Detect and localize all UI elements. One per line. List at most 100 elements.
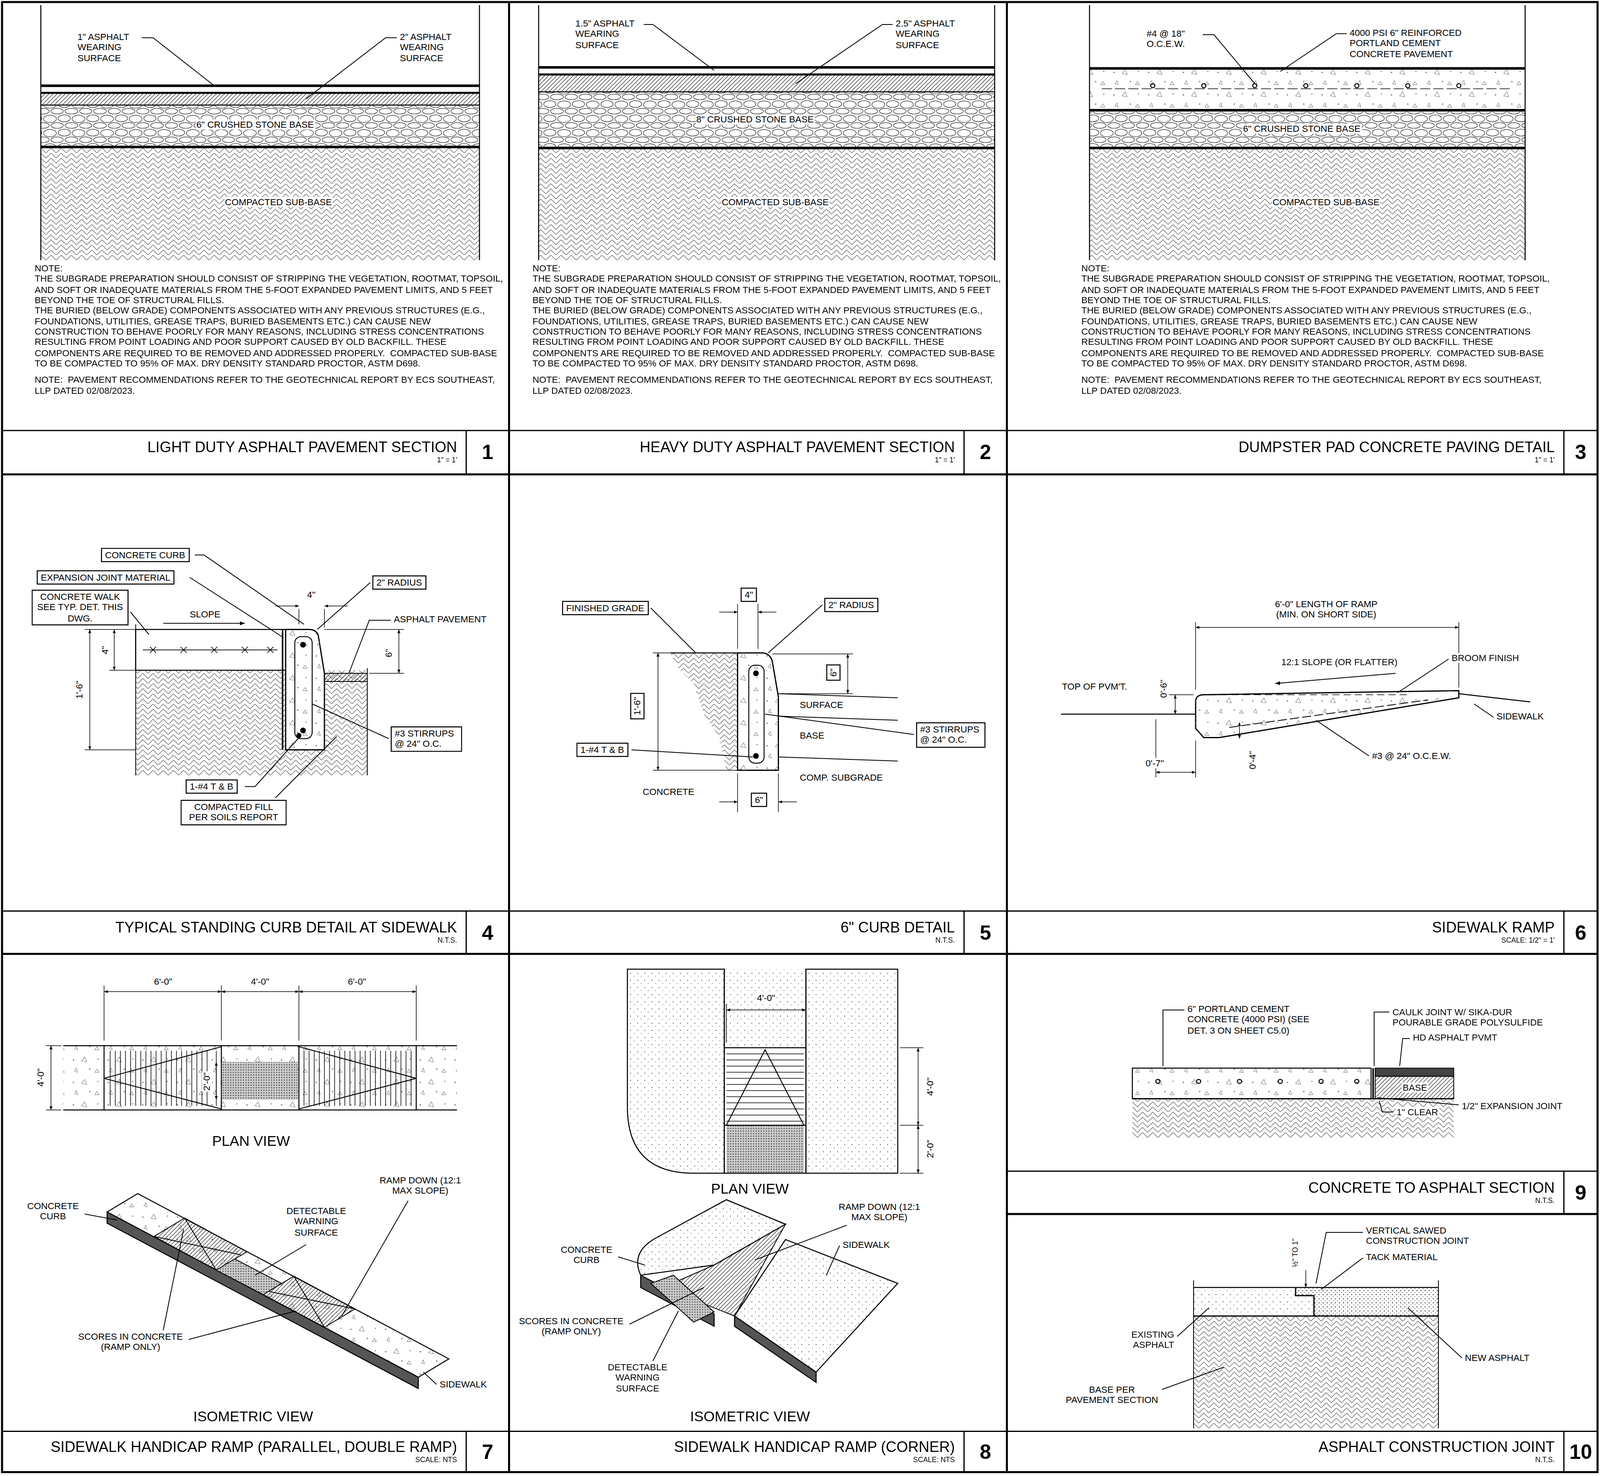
drawing-circle [1405,83,1410,88]
drawing-g [40,5,480,261]
callout-text: HD ASPHALT PVMT [1411,1032,1499,1043]
callout-text: EXISTING ASPHALT [1116,1329,1176,1351]
drawing-path [104,1046,417,1110]
callout-text: 1.5" ASPHALT WEARING SURFACE [574,18,642,51]
scale-note: 1" = 1' [934,456,955,465]
callout-text: 6'-0" [153,976,174,988]
drawing-polyline [188,1311,297,1340]
drawing-polyline [1474,703,1494,718]
drawing-line [723,969,726,1174]
detail-number-text: 4 [481,920,494,945]
detail-number: 9 [1564,1171,1598,1214]
title-block: TYPICAL STANDING CURB DETAIL AT SIDEWALK… [2,911,467,955]
drawing-path [1195,690,1459,738]
callout-text: 6'-0" [346,976,368,988]
drawing-polyline [631,750,754,758]
drawing-polyline [1374,1011,1390,1067]
drawing-line [40,91,480,94]
drawing-circle [297,733,302,738]
drawing-line [1007,1170,1598,1172]
callout-text: EXPANSION JOINT MATERIAL [40,572,171,584]
drawing-path [1193,1280,1439,1429]
drawing-polyline [348,620,391,674]
drawing-line [1458,693,1531,702]
callout-box: 4" [740,587,758,603]
detail-number: 8 [964,1431,1008,1473]
drawing-line [724,1124,806,1126]
drawing-g [1060,622,1531,778]
drawing-path [1295,1287,1439,1316]
dimension-text: 4" [99,644,111,656]
drawing-circle [1278,1079,1283,1084]
drawing-line [1193,1315,1439,1317]
drawing-line [772,653,854,655]
drawing-line [1275,673,1396,684]
drawing-line [63,1045,458,1047]
callout-text: ISOMETRIC VIEW [689,1407,812,1425]
drawing-line [1305,1270,1307,1288]
drawing-line [1229,699,1429,728]
drawing-path [726,1054,804,1122]
drawing-g [1162,1232,1463,1429]
callout-text: PLAN VIEW [211,1132,292,1149]
drawing-line [1524,5,1526,261]
drawing-line [298,985,300,1041]
drawing-polyline [826,1245,840,1276]
drawing-rect [538,148,995,261]
dimension-text: 0'-4" [1247,750,1259,771]
callout-box: 2" RADIUS [824,597,879,613]
drawing-polyline [1177,1307,1210,1337]
drawing-line [221,985,222,1041]
drawing-line [719,611,738,613]
drawing-line [281,629,284,751]
callout-text: SURFACE [798,699,845,711]
drawing-line [1563,1171,1565,1214]
callout-text: CONCRETE CURB [556,1244,618,1266]
detail-title: SIDEWALK HANDICAP RAMP (CORNER) [674,1439,955,1456]
drawing-g [84,1193,450,1389]
drawing-line [670,652,738,654]
callout-text: 2" RADIUS [376,577,423,589]
drawing-line [737,773,739,813]
drawing-line [1089,66,1526,70]
drawing-line [538,66,995,69]
drawing-line [40,104,480,106]
drawing-line [103,985,105,1041]
drawing-polyline [142,37,215,87]
general-note: NOTE: [1081,263,1553,274]
drawing-rect [63,1045,458,1111]
drawing-g [618,1225,847,1362]
drawing-g [46,985,458,1110]
drawing-line [415,985,417,1041]
drawing-polyline [317,582,371,630]
drawing-g [538,5,995,261]
callout-text: #3 STIRRUPS @ 24" O.C. [395,728,459,750]
drawing-g [2,430,1598,1473]
drawing-line [538,91,995,93]
detail-title: 6" CURB DETAIL [840,920,955,937]
callout-text: SLOPE [188,609,222,620]
drawing-line [142,649,278,651]
scale-note: N.T.S. [935,936,955,945]
drawing-line [1193,1287,1439,1289]
drawing-line [298,1045,300,1111]
drawing-circle [1303,83,1308,88]
drawing-line [538,73,995,76]
detail-title: CONCRETE TO ASPHALT SECTION [1308,1180,1555,1197]
drawing-line [299,991,417,992]
notes-block: NOTE:THE SUBGRADE PREPARATION SHOULD CON… [34,263,506,396]
general-note: NOTE: [532,263,1004,274]
drawing-path [1295,1287,1314,1316]
drawing-polyline [1377,1097,1459,1106]
callout-text: RAMP DOWN (12:1 MAX SLOPE) [377,1175,464,1197]
callout-text: 2" RADIUS [828,599,875,611]
drawing-polyline [754,1225,847,1261]
drawing-polyline [795,24,893,84]
drawing-g [627,969,924,1174]
drawing-polyline [189,577,284,638]
drawing-line [46,1045,62,1047]
drawing-g [84,554,405,798]
drawing-line [323,609,325,628]
drawing-line [899,1172,924,1174]
